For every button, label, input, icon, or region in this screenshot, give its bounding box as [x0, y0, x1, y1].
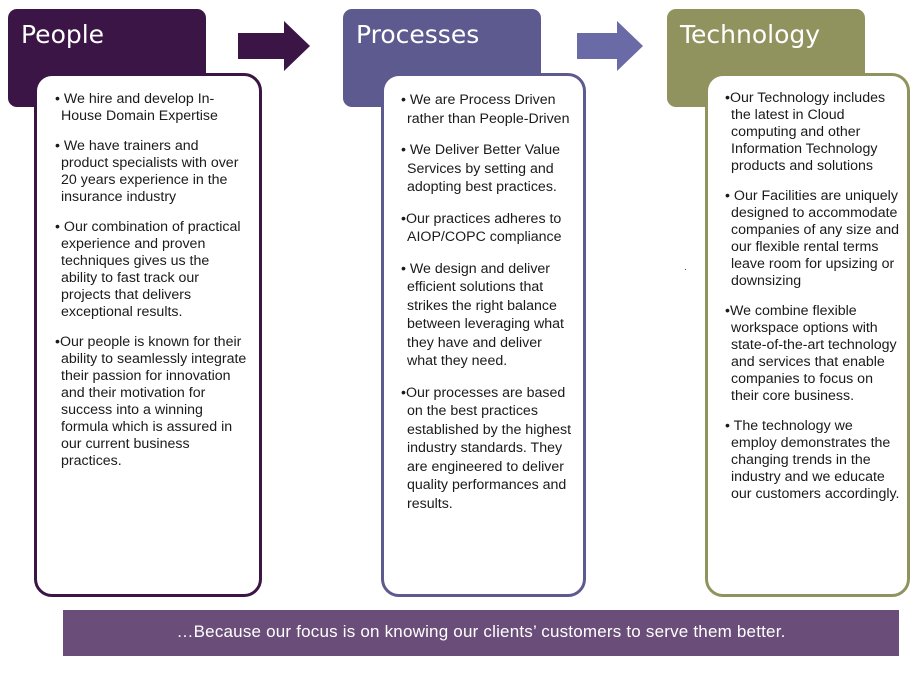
technology-bullet-1: •Our Technology includes the latest in C…	[725, 90, 886, 174]
processes-bullet-3: •Our practices adheres to AIOP/COPC comp…	[401, 210, 562, 246]
people-title: People	[21, 20, 105, 49]
people-card: • We hire and develop In-House Domain Ex…	[34, 73, 262, 597]
footer-banner: …Because our focus is on knowing our cli…	[63, 610, 899, 656]
people-bullet-2: • We have trainers and product specialis…	[55, 138, 239, 205]
people-bullet-3: • Our combination of practical experienc…	[55, 219, 241, 320]
stray-mark: .	[684, 262, 687, 273]
processes-bullet-4: • We design and deliver efficient soluti…	[401, 260, 564, 370]
technology-bullet-3: •We combine flexible workspace options w…	[725, 303, 897, 404]
technology-title: Technology	[680, 20, 821, 49]
arrow-right-icon	[577, 21, 643, 71]
processes-title: Processes	[356, 20, 480, 49]
processes-card: • We are Process Driven rather than Peop…	[381, 73, 586, 597]
processes-bullet-5: •Our processes are based on the best pra…	[401, 384, 572, 512]
footer-text: …Because our focus is on knowing our cli…	[176, 622, 786, 641]
arrow-right-icon	[238, 21, 310, 71]
technology-card: •Our Technology includes the latest in C…	[705, 73, 910, 597]
people-bullet-1: • We hire and develop In-House Domain Ex…	[55, 91, 218, 124]
processes-bullet-1: • We are Process Driven rather than Peop…	[401, 92, 570, 127]
processes-bullet-2: • We Deliver Better Value Services by se…	[401, 142, 560, 195]
technology-bullet-2: • Our Facilities are uniquely designed t…	[725, 188, 899, 289]
technology-bullet-4: • The technology we employ demonstrates …	[725, 418, 900, 502]
people-bullet-4: •Our people is known for their ability t…	[55, 334, 247, 469]
